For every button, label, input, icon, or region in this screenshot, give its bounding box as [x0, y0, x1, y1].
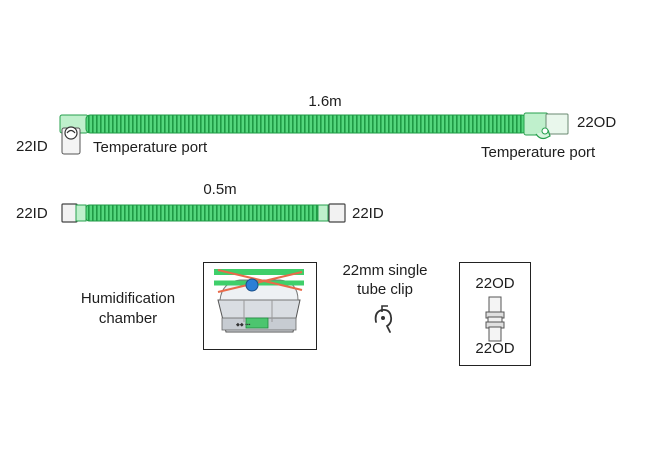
short-tube-right-end-label: 22ID [352, 205, 384, 222]
chamber-label-line1: Humidification [80, 290, 176, 307]
right-temperature-port-label: Temperature port [481, 144, 596, 161]
connector-bottom-label: 22OD [475, 340, 515, 357]
connector-top-label: 22OD [475, 275, 515, 292]
tube-clip-icon [374, 305, 393, 333]
clip-label-line2: tube clip [357, 281, 413, 298]
short-tube-left-connector [61, 203, 78, 223]
straight-connector-icon [485, 296, 505, 342]
short-tube-right-cuff [317, 204, 329, 222]
short-tube-length-label: 0.5m [203, 181, 237, 198]
chamber-label-line2: chamber [98, 310, 158, 327]
long-tube [59, 112, 569, 136]
short-tube-left-cuff [75, 204, 87, 222]
clip-label-line1: 22mm single [342, 262, 428, 279]
long-tube-left-end-label: 22ID [16, 138, 48, 155]
short-tube-body [85, 204, 321, 222]
svg-text:◆◆ ▪▪▪: ◆◆ ▪▪▪ [236, 322, 251, 328]
left-temperature-port-label: Temperature port [93, 139, 208, 156]
long-tube-right-end-label: 22OD [577, 114, 617, 131]
short-tube [61, 203, 346, 223]
long-tube-right-connector [545, 113, 569, 135]
long-tube-body [85, 114, 527, 134]
left-temperature-port-icon [61, 126, 81, 155]
connector-box [459, 262, 531, 366]
short-tube-left-end-label: 22ID [16, 205, 48, 222]
long-tube-length-label: 1.6m [308, 93, 342, 110]
short-tube-right-connector [328, 203, 346, 223]
chamber-box [203, 262, 317, 350]
humidification-chamber-icon: ◆◆ ▪▪▪ [214, 269, 304, 333]
right-temperature-port-icon [535, 127, 551, 140]
